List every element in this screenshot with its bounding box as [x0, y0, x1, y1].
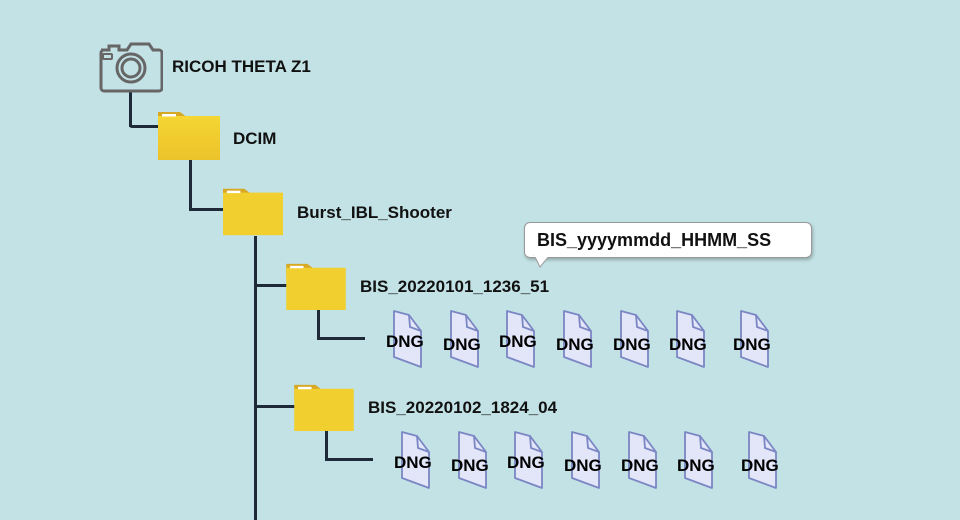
file-label: DNG — [741, 456, 779, 475]
file-icon — [748, 431, 777, 489]
file-label: DNG — [443, 335, 481, 354]
file-label: DNG — [507, 453, 545, 472]
connector — [254, 284, 287, 287]
connector — [325, 458, 373, 461]
folder-label: BIS_20220101_1236_51 — [360, 277, 550, 296]
file-icon — [620, 310, 649, 368]
naming-callout: BIS_yyyymmdd_HHMM_SS — [524, 222, 812, 258]
connector — [325, 431, 328, 461]
camera-icon — [99, 42, 163, 93]
folder-label: BIS_20220102_1824_04 — [368, 398, 558, 417]
burst-label: Burst_IBL_Shooter — [297, 203, 452, 222]
connector — [189, 160, 192, 210]
file-icon — [571, 431, 600, 489]
file-label: DNG — [386, 332, 424, 351]
file-label: DNG — [499, 332, 537, 351]
connector — [254, 405, 295, 408]
file-icon — [684, 431, 713, 489]
file-icon — [628, 431, 657, 489]
file-icon — [506, 310, 535, 368]
folder-icon — [286, 263, 346, 310]
file-label: DNG — [733, 335, 771, 354]
file-label: DNG — [669, 335, 707, 354]
file-label: DNG — [613, 335, 651, 354]
file-label: DNG — [677, 456, 715, 475]
connector — [317, 310, 320, 340]
file-icon — [450, 310, 479, 368]
callout-tail — [533, 255, 551, 268]
root-label: RICOH THETA Z1 — [172, 57, 311, 76]
file-icon — [393, 310, 422, 368]
callout-text: BIS_yyyymmdd_HHMM_SS — [537, 230, 772, 250]
folder-icon — [294, 384, 354, 431]
connector — [189, 208, 224, 211]
file-icon — [563, 310, 592, 368]
connector — [129, 92, 132, 127]
connector — [254, 236, 257, 520]
folder-icon — [158, 112, 220, 160]
folder-icon — [223, 188, 283, 236]
dcim-label: DCIM — [233, 129, 277, 148]
connector — [129, 125, 159, 128]
file-icon — [740, 310, 769, 368]
connector — [317, 337, 365, 340]
file-label: DNG — [451, 456, 489, 475]
file-icon — [514, 431, 543, 489]
file-label: DNG — [394, 453, 432, 472]
file-label: DNG — [556, 335, 594, 354]
file-icon — [401, 431, 430, 489]
file-label: DNG — [621, 456, 659, 475]
file-icon — [458, 431, 487, 489]
file-icon — [676, 310, 705, 368]
file-label: DNG — [564, 456, 602, 475]
